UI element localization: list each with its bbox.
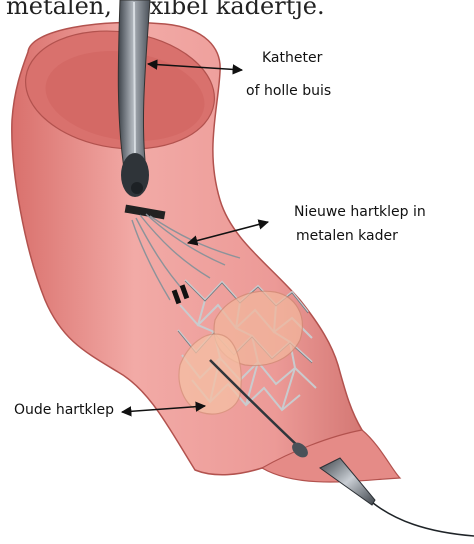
label-old-valve: Oude hartklep	[14, 402, 114, 418]
guidewire-tail	[373, 503, 474, 536]
heading-text: metalen, flexibel kadertje.	[6, 0, 325, 20]
catheter-highlight	[134, 2, 135, 170]
capsule-knob	[131, 182, 143, 194]
label-catheter-line1: Katheter	[262, 50, 323, 66]
label-catheter-line2: of holle buis	[246, 83, 331, 99]
label-new-valve-line1: Nieuwe hartklep in	[294, 204, 426, 220]
label-new-valve-line2: metalen kader	[296, 228, 398, 244]
